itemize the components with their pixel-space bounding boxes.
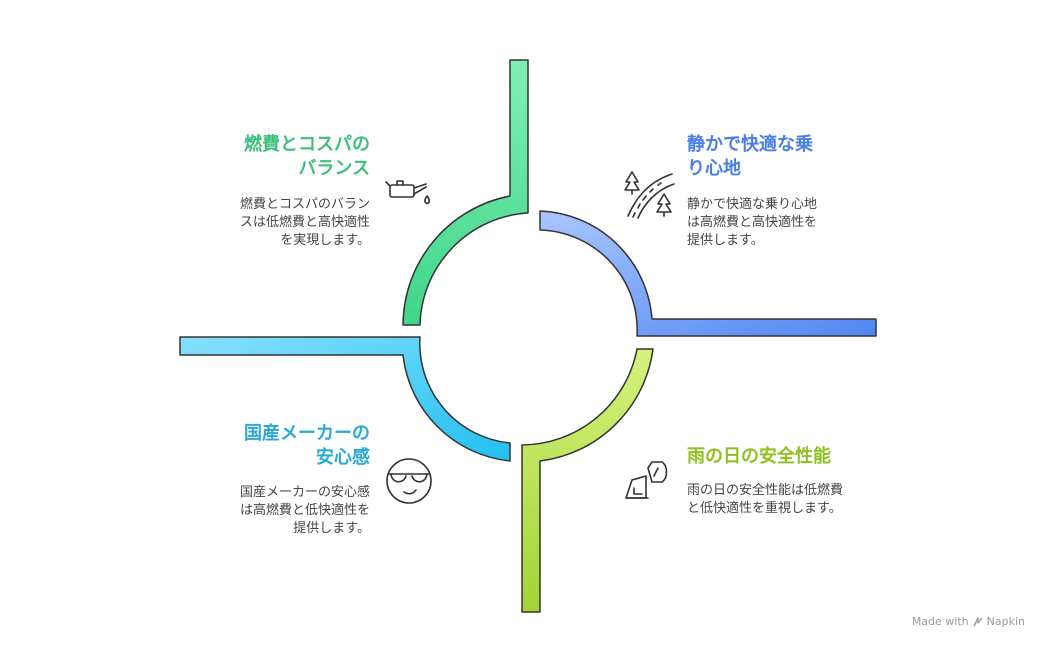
top-left-title-line1: 燃費とコスパの bbox=[244, 134, 370, 155]
top-left-desc-line3: を実現します。 bbox=[280, 233, 370, 248]
bottom-left-desc-line1: 国産メーカーの安心感 bbox=[239, 485, 370, 500]
bottom-left-description: 国産メーカーの安心感 は高燃費と低快適性を 提供します。 bbox=[168, 484, 370, 538]
bottom-right-title-line1: 雨の日の安全性能 bbox=[687, 446, 831, 467]
top-right-desc-line3: 提供します。 bbox=[687, 233, 764, 248]
sunglasses-face-icon bbox=[386, 458, 432, 504]
bottom-left-title-line1: 国産メーカーの bbox=[244, 423, 370, 444]
bottom-right-desc-line1: 雨の日の安全性能は低燃費 bbox=[687, 483, 844, 498]
top-right-title: 静かで快適な乗 り心地 bbox=[687, 133, 867, 181]
top-right-description: 静かで快適な乗り心地 は高燃費と高快適性を 提供します。 bbox=[687, 196, 877, 250]
headlight-icon bbox=[625, 461, 668, 499]
bottom-left-title-line2: 安心感 bbox=[316, 447, 370, 468]
top-left-title-line2: バランス bbox=[298, 158, 370, 179]
segment-top-right bbox=[539, 210, 877, 337]
top-right-title-line2: り心地 bbox=[687, 158, 741, 179]
top-left-title: 燃費とコスパの バランス bbox=[168, 133, 370, 181]
oil-can-icon bbox=[385, 180, 431, 205]
made-with-napkin-watermark: Made with Napkin bbox=[912, 615, 1025, 628]
top-left-desc-line1: 燃費とコスパのバラン bbox=[239, 197, 370, 212]
road-trees-icon bbox=[624, 171, 675, 219]
top-right-desc-line2: は高燃費と高快適性を bbox=[687, 215, 818, 230]
watermark-prefix: Made with bbox=[911, 615, 969, 628]
bottom-right-title: 雨の日の安全性能 bbox=[687, 445, 887, 469]
bottom-right-description: 雨の日の安全性能は低燃費 と低快適性を重視します。 bbox=[687, 482, 887, 518]
top-right-desc-line1: 静かで快適な乗り心地 bbox=[687, 197, 818, 212]
top-right-title-line1: 静かで快適な乗 bbox=[687, 134, 813, 155]
bottom-right-desc-line2: と低快適性を重視します。 bbox=[687, 501, 842, 516]
bottom-left-desc-line2: は高燃費と低快適性を bbox=[239, 503, 370, 518]
top-left-description: 燃費とコスパのバラン スは低燃費と高快適性 を実現します。 bbox=[168, 196, 370, 250]
napkin-logo-icon bbox=[973, 616, 983, 626]
segment-top-left bbox=[402, 59, 529, 326]
segment-bottom-right bbox=[521, 348, 654, 613]
bottom-left-title: 国産メーカーの 安心感 bbox=[168, 422, 370, 470]
top-left-desc-line2: スは低燃費と高快適性 bbox=[239, 215, 370, 230]
bottom-left-desc-line3: 提供します。 bbox=[293, 521, 370, 536]
watermark-brand: Napkin bbox=[986, 615, 1025, 628]
segment-bottom-left bbox=[179, 336, 511, 462]
